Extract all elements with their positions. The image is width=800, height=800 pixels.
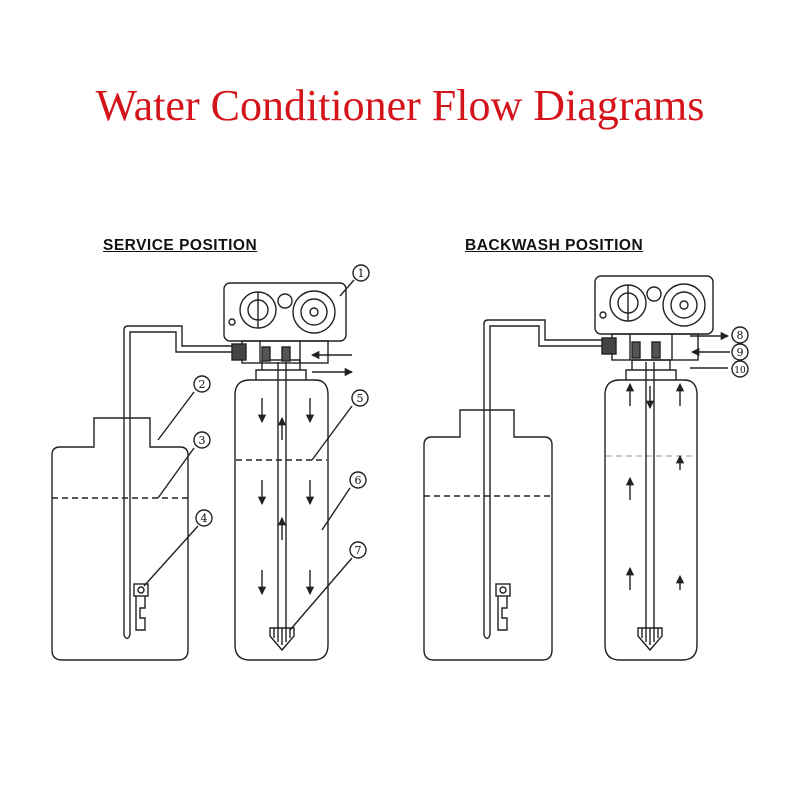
callout-9: 9: [737, 346, 744, 359]
brine-tank: [423, 409, 553, 661]
valve-body: [231, 340, 329, 364]
brine-valve-assembly: [495, 583, 511, 631]
callout-5: 5: [357, 392, 364, 405]
backwash-position-heading: BACKWASH POSITION: [465, 237, 644, 254]
service-callout-labels: 1 2 3 4 5 6 7: [199, 267, 365, 557]
callout-7: 7: [355, 544, 362, 557]
service-diagram: [51, 264, 370, 661]
backwash-diagram: [423, 275, 749, 661]
callout-1: 1: [358, 267, 365, 280]
control-valve-head: [223, 282, 347, 342]
control-valve-head: [594, 275, 714, 335]
service-position-heading: SERVICE POSITION: [103, 237, 258, 254]
brine-tank: [51, 417, 189, 661]
callout-2: 2: [199, 378, 206, 391]
diagram-title: Water Conditioner Flow Diagrams: [95, 81, 705, 130]
mineral-tank: [604, 379, 698, 661]
brine-line: [123, 325, 240, 635]
callout-6: 6: [355, 474, 362, 487]
callout-8: 8: [737, 329, 744, 342]
valve-body: [601, 333, 699, 361]
backwash-callout-labels: 8 9 10: [734, 329, 746, 376]
callout-3: 3: [199, 434, 206, 447]
callout-4: 4: [201, 512, 208, 525]
brine-line: [483, 319, 604, 635]
brine-valve-assembly: [133, 583, 149, 631]
mineral-tank: [234, 379, 329, 661]
callout-10: 10: [734, 366, 746, 376]
